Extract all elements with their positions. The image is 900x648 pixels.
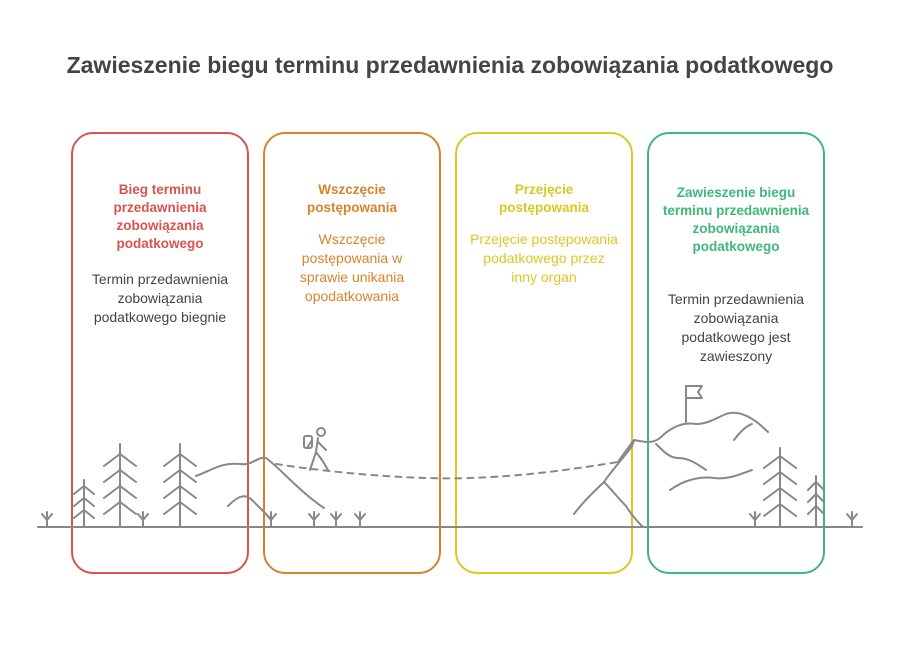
grass-icon [41,511,858,528]
mountain-icon [655,443,707,471]
stage-4-heading: Zawieszenie biegu terminu przedawnienia … [662,185,810,254]
tree-icon [763,447,797,528]
tree-icon [807,475,825,528]
hiker-icon [303,427,329,471]
hill-outline [227,495,271,519]
mountain-icon [603,439,635,483]
tree-icon [103,443,137,528]
mountain-icon [617,411,769,463]
stage-card-1: Bieg terminu przedawnienia zobowiązania … [71,132,249,574]
tree-icon [73,479,95,528]
flag-icon [685,385,703,423]
mountain-icon [733,423,753,441]
stage-2-description: Wszczęcie postępowania w sprawie unikani… [299,231,405,304]
stage-3-description: Przejęcie postępowania podatkowego przez… [470,231,618,285]
mountain-icon [573,481,643,527]
stage-1-heading: Bieg terminu przedawnienia zobowiązania … [113,182,207,251]
stage-card-3: Przejęcie postępowania Przejęcie postępo… [455,132,633,574]
tree-icon [163,443,197,528]
hill-outline [195,456,325,509]
diagram-title: Zawieszenie biegu terminu przedawnienia … [66,52,834,78]
stage-1-description: Termin przedawnienia zobowiązania podatk… [91,271,229,325]
mountain-icon [669,469,753,491]
stage-card-4: Zawieszenie biegu terminu przedawnienia … [647,132,825,574]
stage-card-2: Wszczęcie postępowania Wszczęcie postępo… [263,132,441,574]
stage-2-heading: Wszczęcie postępowania [306,182,397,215]
stage-3-heading: Przejęcie postępowania [498,182,589,215]
dashed-trail [275,461,619,480]
stage-4-description: Termin przedawnienia zobowiązania podatk… [667,291,805,364]
